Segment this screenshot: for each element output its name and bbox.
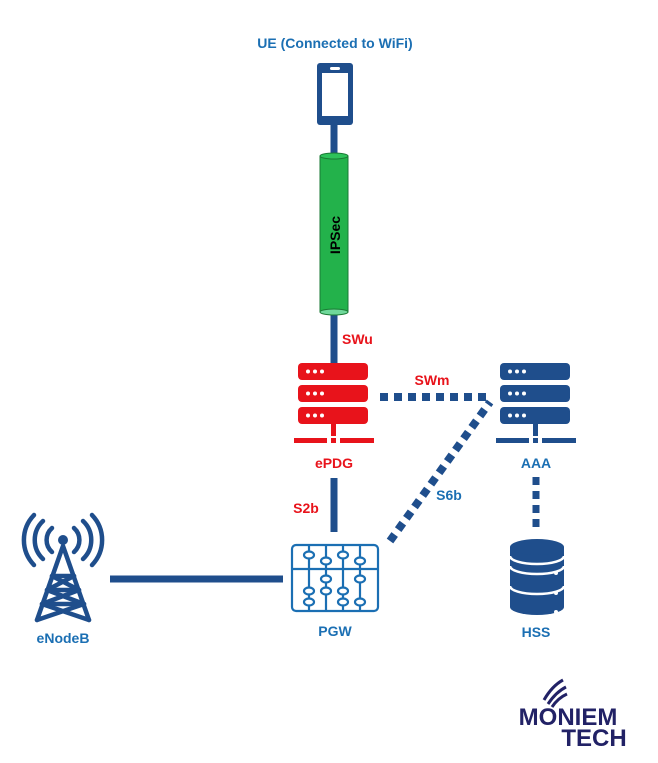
enodeb-label: eNodeB bbox=[37, 630, 90, 646]
ue-label: UE (Connected to WiFi) bbox=[257, 35, 412, 51]
swu-label: SWu bbox=[342, 331, 373, 347]
tunnel-cylinder-icon bbox=[319, 152, 349, 316]
swm-label: SWm bbox=[415, 372, 450, 388]
s2b-label: S2b bbox=[293, 500, 319, 516]
epdg-server-icon bbox=[294, 363, 374, 443]
hss-label: HSS bbox=[522, 624, 551, 640]
aaa-server-icon bbox=[496, 363, 576, 443]
epdg-label: ePDG bbox=[315, 455, 353, 471]
moniem-tech-logo: MONIEM TECH bbox=[519, 678, 627, 752]
smartphone-icon bbox=[317, 63, 353, 125]
s6b-label: S6b bbox=[436, 487, 462, 503]
ipsec-label: IPSec bbox=[327, 216, 343, 254]
logo-line2: TECH bbox=[561, 725, 626, 752]
logo-line1: MONIEM bbox=[519, 704, 618, 731]
pgw-label: PGW bbox=[318, 623, 352, 639]
database-icon bbox=[508, 539, 566, 615]
cell-tower-icon bbox=[21, 512, 105, 623]
aaa-label: AAA bbox=[521, 455, 551, 471]
gateway-icon bbox=[290, 543, 380, 613]
s6b-line bbox=[386, 399, 494, 544]
